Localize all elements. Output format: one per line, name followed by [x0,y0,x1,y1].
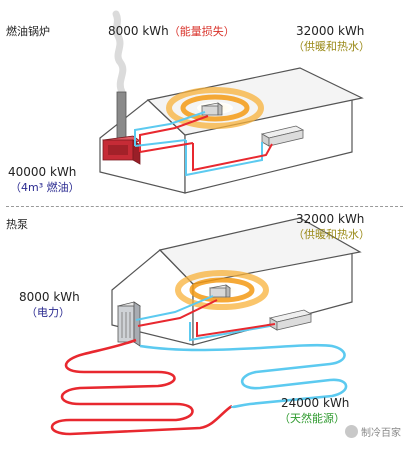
oil-boiler-section-title: 燃油锅炉 [6,25,50,38]
pump-ambient-note: （天然能源） [279,412,345,425]
watermark-logo-icon [345,425,358,438]
attic-water-tank-icon [209,284,231,298]
oil-input-value: 40000 kWh [8,165,77,179]
cold-pipe [134,111,206,146]
hot-pipe [137,299,218,327]
hot-pipe [139,115,209,152]
oil-loss-note: （能量损失） [168,25,235,38]
watermark: 制冷百家 [345,424,401,439]
attic-water-tank-icon [201,102,223,116]
hot-pipe [192,143,273,172]
pump-input-value: 8000 kWh [19,290,80,304]
watermark-text: 制冷百家 [361,428,401,439]
oil-boiler-house [99,10,364,194]
smoke [112,10,127,96]
cold-pipe [135,295,214,321]
pump-ambient-value: 24000 kWh [281,396,350,410]
heat-pump-house [50,217,362,436]
oil-heat-note: （供暖和热水） [293,40,370,53]
cold-pipe [189,322,271,342]
pump-heat-note: （供暖和热水） [293,228,370,241]
pump-heat-value: 32000 kWh [296,212,365,226]
ground-loop-cold-pipe [139,343,348,409]
heat-pump-unit-icon [117,301,141,347]
hot-pipe [139,142,194,153]
oil-loss-label: 8000 kWh（能量损失） [108,25,235,37]
section-divider [6,206,403,207]
cold-pipe [134,139,187,147]
oil-heat-value: 32000 kWh [296,24,365,38]
heat-pump-section-title: 热泵 [6,218,28,231]
radiator-icon [268,309,313,331]
radiator-icon [260,125,305,147]
ground-loop-hot-pipe [50,338,233,436]
oil-input-note: （4m³ 燃油） [10,181,80,194]
hot-pipe [196,322,276,338]
oil-loss-value: 8000 kWh [108,24,169,38]
pump-input-note: （电力） [26,306,70,319]
oil-boiler-icon [102,135,142,165]
chimney [116,91,127,141]
cold-pipe [185,140,263,177]
